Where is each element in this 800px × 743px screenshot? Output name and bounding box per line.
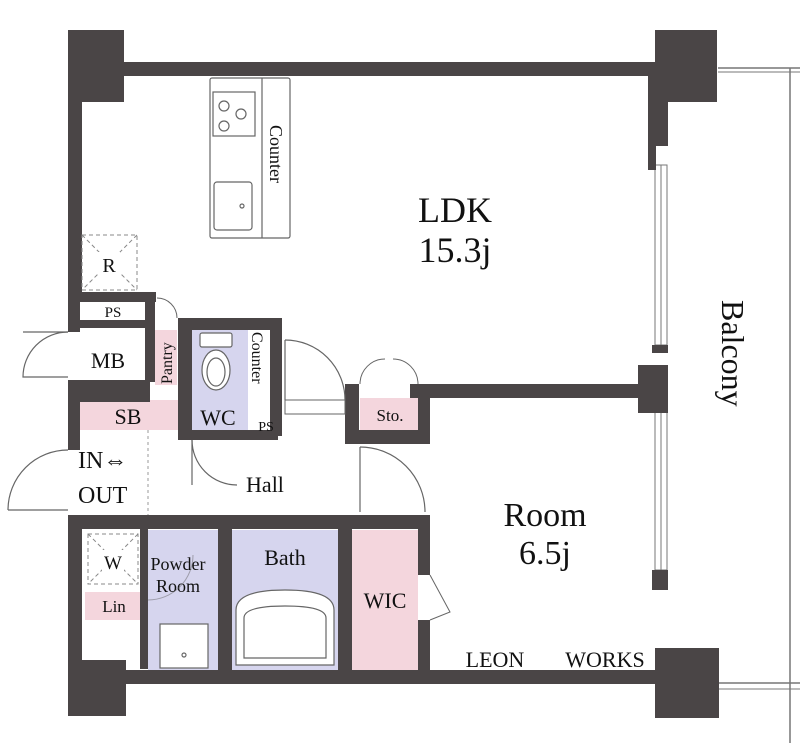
sto-door-left — [359, 358, 386, 385]
sb-fill — [80, 400, 178, 430]
powder-door-swing — [147, 554, 194, 601]
lin-label: Lin — [102, 597, 126, 616]
bathtub-icon — [235, 589, 335, 666]
wc-door-swing — [191, 439, 238, 486]
ps-upper-label: PS — [105, 305, 122, 321]
stove-icon — [212, 91, 256, 137]
w-label: W — [104, 553, 122, 574]
wic-label: WIC — [364, 588, 407, 613]
window-room — [654, 409, 668, 571]
sto-fill — [360, 398, 418, 432]
balcony-label: Balcony — [715, 300, 751, 407]
bath-label: Bath — [264, 545, 306, 570]
sto-label: Sto. — [377, 406, 404, 425]
wc-label: WC — [200, 405, 235, 430]
hall-door-frame — [284, 399, 346, 415]
entrance-label-line1: IN⇔ — [78, 448, 127, 474]
room-door-swing — [359, 446, 426, 513]
ldk-size: 15.3j — [418, 230, 491, 270]
wic-fill — [352, 530, 418, 670]
mb-door-swing — [22, 331, 69, 378]
kitchen-counter — [209, 77, 291, 239]
ps-upper-box — [82, 302, 144, 320]
ldk-label: LDK — [418, 190, 492, 230]
pantry-fill — [155, 330, 177, 385]
hall-door-swing — [284, 339, 346, 401]
powder-room-label-line1: Powder — [151, 554, 206, 574]
mb-label: MB — [91, 348, 125, 373]
walls — [68, 30, 719, 718]
brand-works: WORKS — [565, 647, 644, 672]
wic-door — [429, 574, 451, 621]
entrance-door-swing — [7, 449, 69, 511]
sink-icon — [213, 181, 253, 231]
lin-fill — [85, 592, 143, 620]
pantry-door — [156, 297, 178, 319]
counter-kitchen-label: Counter — [266, 125, 286, 183]
sto-door-right — [392, 358, 419, 385]
washbasin-icon — [159, 623, 209, 669]
powder-room-label-line2: Room — [156, 576, 200, 596]
room-size: 6.5j — [519, 535, 571, 572]
toilet-icon — [199, 332, 233, 391]
hall-label: Hall — [246, 472, 284, 497]
brand-leon: LEON — [466, 647, 525, 672]
r-label: R — [102, 255, 116, 277]
ps-lower-label: PS — [258, 420, 274, 435]
pantry-label: Pantry — [159, 342, 176, 384]
window-ldk — [654, 164, 668, 346]
counter-wc-label: Counter — [248, 332, 265, 384]
entrance-label-line2: OUT — [78, 483, 128, 509]
room-label: Room — [503, 497, 586, 534]
sb-label: SB — [115, 404, 142, 429]
